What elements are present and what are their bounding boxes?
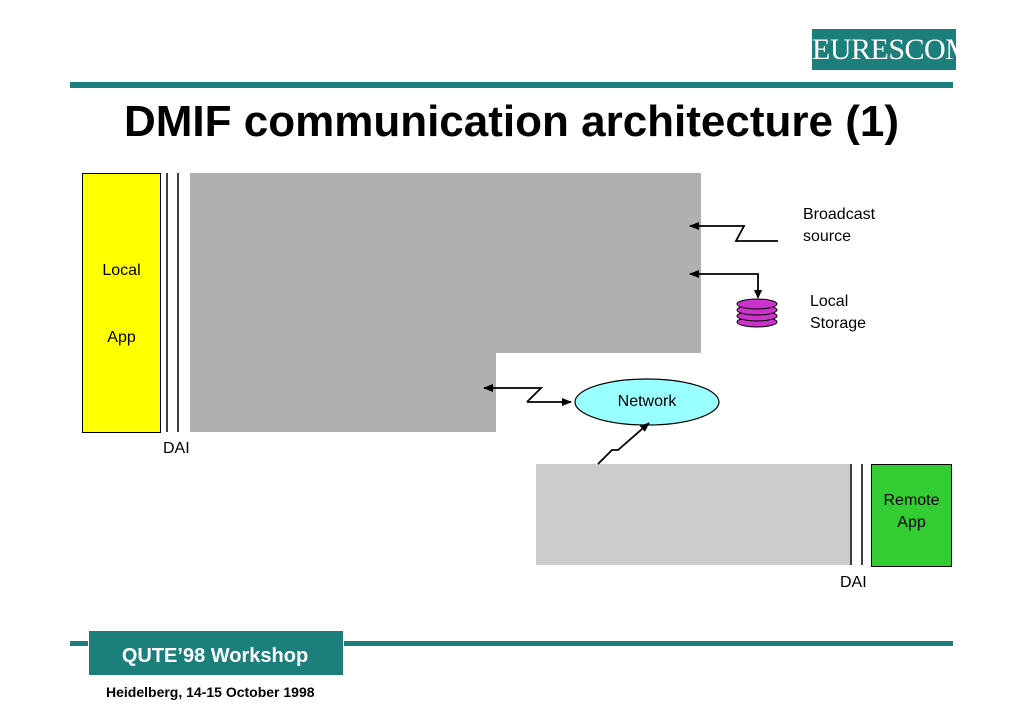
- storage-arrowhead-down: [754, 290, 762, 299]
- broadcast-link-arrow: [689, 222, 778, 242]
- local-storage-line2: Storage: [810, 315, 867, 332]
- remote-app-line2: App: [897, 514, 926, 531]
- local-storage-line1: Local: [810, 293, 849, 310]
- storage-link-arrow: [689, 270, 759, 297]
- network-link-arrow: [483, 384, 544, 403]
- eurescom-logo: EURESCOM: [812, 29, 972, 70]
- remote-app-line1: Remote: [883, 492, 940, 509]
- broadcast-source-line1: Broadcast: [803, 206, 876, 223]
- remote-link-arrow: [597, 422, 650, 465]
- workshop-label: QUTE’98 Workshop: [121, 645, 309, 667]
- remote-app-box: [871, 464, 952, 567]
- local-dmif-block: [190, 173, 701, 432]
- local-app-label-line2: App: [107, 329, 136, 346]
- dai-right-label: DAI: [840, 574, 867, 591]
- header-rule: [70, 82, 953, 88]
- local-app-box: [82, 173, 161, 433]
- footer-rule: [70, 641, 953, 646]
- storage-disk-icon: [736, 298, 778, 328]
- event-date: Heidelberg, 14-15 October 1998: [106, 684, 315, 700]
- dai-left-label: DAI: [163, 440, 190, 457]
- broadcast-source-line2: source: [803, 228, 852, 245]
- remote-dmif-block: [536, 464, 850, 565]
- local-storage-label: Local Storage: [810, 291, 866, 335]
- footer-tab: [88, 630, 344, 676]
- slide-title: DMIF communication architecture (1): [123, 97, 899, 146]
- remote-app-label: Remote App: [871, 490, 952, 534]
- local-app-label-line1: Local: [102, 262, 141, 279]
- network-label: Network: [617, 393, 677, 410]
- broadcast-source-label: Broadcast source: [803, 204, 875, 248]
